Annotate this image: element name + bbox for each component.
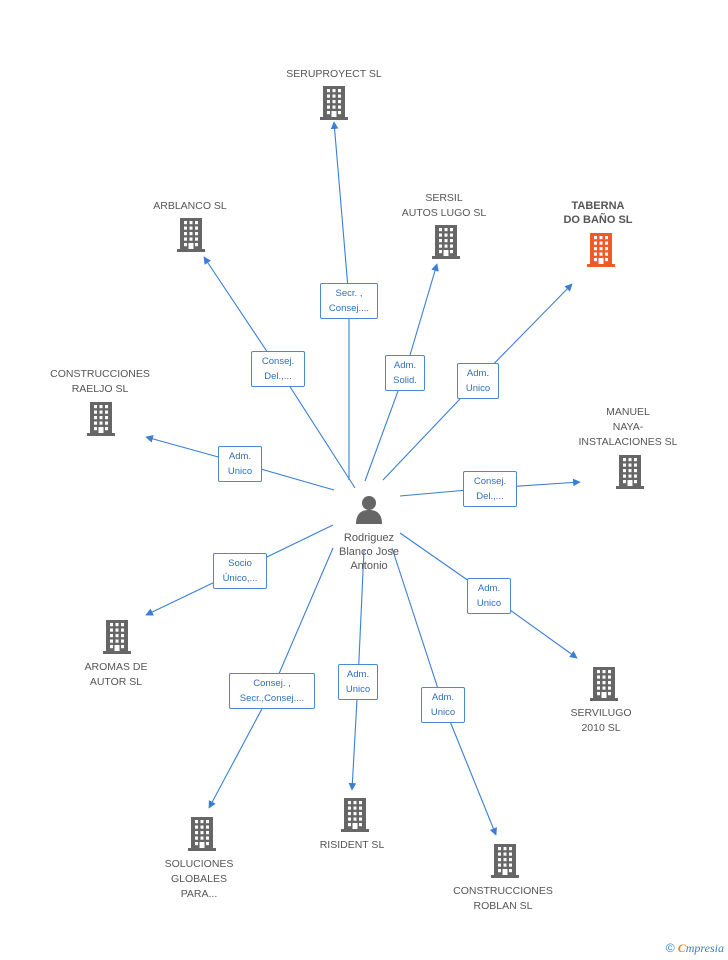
building-icon-seruproyect[interactable]: [320, 86, 348, 120]
person-icon[interactable]: [356, 496, 382, 524]
copyright-symbol: ©: [665, 941, 675, 955]
company-label-line: INSTALACIONES SL: [578, 436, 678, 448]
company-label-soluciones[interactable]: SOLUCIONES GLOBALES PARA...: [129, 857, 269, 902]
relation-label-roblan[interactable]: Adm. Unico: [421, 687, 465, 723]
company-label-manuel[interactable]: MANUEL NAYA- INSTALACIONES SL: [558, 405, 698, 450]
relation-label-line: Consej.: [473, 476, 507, 487]
relation-label-seruproyect[interactable]: Secr. , Consej....: [320, 283, 378, 319]
company-label-line: ARBLANCO SL: [153, 200, 227, 212]
relation-label-line: Adm.: [431, 692, 455, 703]
relation-label-line: Unico: [465, 383, 491, 394]
company-label-arblanco[interactable]: ARBLANCO SL: [120, 199, 260, 214]
building-icon-raeljo[interactable]: [87, 402, 115, 436]
company-label-line: CONSTRUCCIONES: [453, 885, 553, 897]
relation-label-line: Secr. ,: [335, 288, 363, 299]
company-label-seruproyect[interactable]: SERUPROYECT SL: [264, 67, 404, 82]
relation-label-sersil[interactable]: Adm. Solid.: [385, 355, 425, 391]
company-label-line: RAELJO SL: [71, 383, 129, 395]
relation-label-soluciones[interactable]: Consej. , Secr.,Consej....: [229, 673, 315, 709]
relation-label-line: Solid.: [393, 375, 417, 386]
building-icon-sersil[interactable]: [432, 225, 460, 259]
building-icon-manuel[interactable]: [616, 455, 644, 489]
relation-label-line: Consej....: [328, 303, 370, 314]
company-label-line: SERVILUGO: [570, 707, 632, 719]
building-icon-aromas[interactable]: [103, 620, 131, 654]
center-person-label[interactable]: Rodriguez Blanco Jose Antonio: [319, 531, 419, 573]
relation-label-line: Adm.: [466, 368, 490, 379]
relation-label-line: Unico: [430, 707, 456, 718]
company-label-line: RISIDENT SL: [319, 839, 385, 851]
relation-label-line: Unico: [227, 466, 253, 477]
company-label-line: SERUPROYECT SL: [286, 68, 382, 80]
company-label-roblan[interactable]: CONSTRUCCIONES ROBLAN SL: [433, 884, 573, 914]
company-label-line: TABERNA: [571, 200, 625, 212]
empresia-logo: © Cmpresia: [666, 941, 724, 956]
company-label-servilugo[interactable]: SERVILUGO 2010 SL: [531, 706, 671, 736]
company-label-aromas[interactable]: AROMAS DE AUTOR SL: [46, 660, 186, 690]
company-label-line: PARA...: [180, 888, 218, 900]
relation-label-line: Del.,...: [476, 491, 504, 502]
relation-label-line: Unico: [476, 598, 502, 609]
relation-label-taberna[interactable]: Adm. Unico: [457, 363, 499, 399]
building-icon-roblan[interactable]: [491, 844, 519, 878]
building-icon-soluciones[interactable]: [188, 817, 216, 851]
relation-label-arblanco[interactable]: Consej. Del.,...: [251, 351, 305, 387]
company-label-line: AUTOR SL: [89, 676, 143, 688]
building-icon-arblanco[interactable]: [177, 218, 205, 252]
center-label-line-1: Rodriguez: [343, 532, 395, 544]
relation-label-line: Único,...: [222, 573, 258, 584]
company-label-line: MANUEL: [606, 406, 650, 418]
company-label-sersil[interactable]: SERSIL AUTOS LUGO SL: [374, 191, 514, 221]
brand-initial: C: [677, 941, 686, 955]
company-label-line: 2010 SL: [581, 722, 621, 734]
relation-label-servilugo[interactable]: Adm. Unico: [467, 578, 511, 614]
building-icon-taberna[interactable]: [587, 233, 615, 267]
company-label-raeljo[interactable]: CONSTRUCCIONES RAELJO SL: [30, 367, 170, 397]
company-label-line: AROMAS DE: [84, 661, 148, 673]
center-label-line-3: Antonio: [350, 560, 388, 572]
relation-label-risident[interactable]: Adm. Unico: [338, 664, 378, 700]
company-label-line: ROBLAN SL: [473, 900, 533, 912]
relation-label-raeljo[interactable]: Adm. Unico: [218, 446, 262, 482]
relation-label-manuel[interactable]: Consej. Del.,...: [463, 471, 517, 507]
company-label-line: NAYA-: [612, 421, 644, 433]
relation-label-line: Del.,...: [264, 371, 292, 382]
relation-label-line: Adm.: [477, 583, 501, 594]
company-label-line: CONSTRUCCIONES: [50, 368, 150, 380]
relation-label-line: Adm.: [393, 360, 417, 371]
company-label-line: SERSIL: [425, 192, 463, 204]
company-label-line: GLOBALES: [170, 873, 228, 885]
relation-label-line: Unico: [345, 684, 371, 695]
building-icon-servilugo[interactable]: [590, 667, 618, 701]
relation-label-line: Adm.: [228, 451, 252, 462]
center-label-line-2: Blanco Jose: [339, 546, 399, 558]
relation-label-line: Consej. ,: [253, 678, 291, 689]
relation-label-line: Consej.: [261, 356, 295, 367]
relation-label-line: Secr.,Consej....: [239, 693, 305, 704]
brand-name: mpresia: [685, 941, 724, 955]
relation-label-line: Socio: [228, 558, 252, 569]
building-icon-risident[interactable]: [341, 798, 369, 832]
company-label-line: AUTOS LUGO SL: [401, 207, 487, 219]
relation-label-line: Adm.: [346, 669, 370, 680]
company-label-line: SOLUCIONES: [164, 858, 234, 870]
company-label-taberna[interactable]: TABERNA DO BAÑO SL: [528, 199, 668, 227]
company-label-line: DO BAÑO SL: [563, 214, 633, 226]
company-label-risident[interactable]: RISIDENT SL: [282, 838, 422, 853]
